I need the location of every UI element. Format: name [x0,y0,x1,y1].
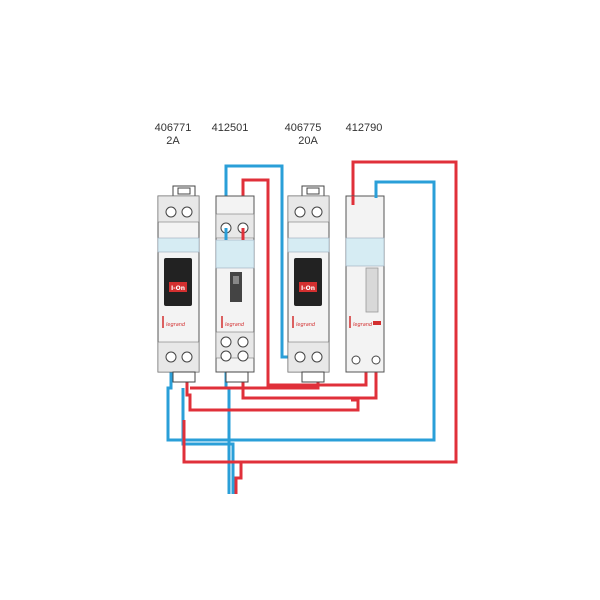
ref-label-412790: 412790 [342,122,386,135]
screw-terminal-icon [294,351,306,363]
screw-terminal-icon [351,355,361,365]
breaker-module-406771: I-On legrand [157,185,200,383]
screw-terminal-icon [165,351,177,363]
screw-terminal-icon [311,206,323,218]
ref-rating: 20A [298,135,318,147]
timer-module-412501: legrand [215,195,255,383]
ref-code: 406775 [284,122,322,134]
ref-code: 406771 [154,122,192,134]
breaker-module-406775: I-On legrand [287,185,330,383]
brand-logo: legrand [166,322,186,328]
ref-code: 412501 [211,122,249,134]
phase-wire [182,420,241,464]
screw-terminal-icon [165,206,177,218]
brand-logo: legrand [225,322,245,328]
screw-terminal-icon [371,355,381,365]
screw-terminal-icon [181,351,193,363]
neutral-wire [224,164,297,359]
screw-terminal-icon [311,351,323,363]
ref-label-406771: 406771 2A [152,122,194,148]
phase-wire [234,160,458,494]
switch-label: I-On [301,285,315,292]
screw-terminal-icon [237,336,249,348]
ref-rating: 2A [166,135,180,147]
brand-logo: legrand [353,322,373,328]
ref-label-406775: 406775 20A [282,122,324,148]
screw-terminal-icon [220,336,232,348]
brand-logo: legrand [296,322,316,328]
phase-wire [185,357,360,412]
phase-wire [241,178,368,387]
contactor-module-412790: legrand [345,195,385,373]
ref-code: 412790 [345,122,383,134]
switch-label: I-On [171,285,185,292]
ref-label-412501: 412501 [208,122,252,135]
screw-terminal-icon [294,206,306,218]
screw-terminal-icon [181,206,193,218]
screw-terminal-icon [220,350,232,362]
screw-terminal-icon [237,350,249,362]
neutral-wire [181,388,235,494]
neutral-wire [166,180,436,442]
